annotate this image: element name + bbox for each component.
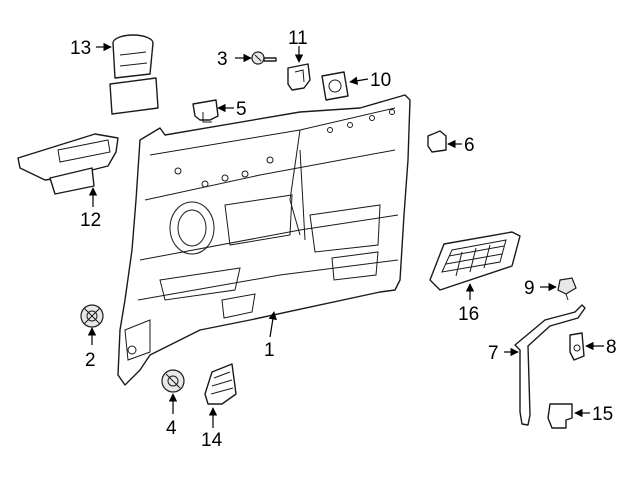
callout-label-14: 14 [201,430,223,451]
clip-4[interactable] [161,369,185,393]
bolt-9[interactable] [557,277,577,301]
callout-label-6: 6 [464,135,475,156]
callout-14: 14 [201,407,223,451]
callout-11: 11 [288,28,308,63]
callout-label-4: 4 [166,418,177,439]
callout-13: 13 [70,38,112,59]
screw-3[interactable] [251,51,277,65]
handle-trim-12[interactable] [17,133,119,195]
vent-grille-16[interactable] [429,231,521,291]
clip-2[interactable] [80,304,104,328]
callout-8: 8 [585,337,617,358]
callout-7: 7 [488,343,519,364]
callout-label-16: 16 [458,304,479,325]
callout-6: 6 [447,135,475,156]
callout-label-5: 5 [236,99,247,120]
callout-label-7: 7 [488,343,499,364]
retainer-5[interactable] [192,99,219,123]
callout-15: 15 [574,404,613,425]
callout-label-12: 12 [80,210,101,231]
callout-label-10: 10 [370,70,391,91]
callout-label-13: 13 [70,38,91,59]
callout-16: 16 [458,283,479,325]
bracket-15[interactable] [547,403,573,429]
callout-9: 9 [524,278,557,299]
callout-label-8: 8 [606,337,617,358]
grille-14[interactable] [204,363,237,405]
quarter-trim-panel[interactable] [117,94,411,386]
callout-label-11: 11 [288,28,308,49]
callout-1: 1 [264,311,277,361]
callout-3: 3 [217,49,252,70]
callout-5: 5 [217,99,247,120]
callout-10: 10 [349,70,391,91]
clip-8[interactable] [569,332,585,361]
callout-label-15: 15 [592,404,613,425]
bracket-7[interactable] [514,304,586,426]
callout-label-2: 2 [85,350,96,371]
callout-label-3: 3 [217,49,228,70]
cup-holder-13[interactable] [109,34,159,115]
callout-label-1: 1 [264,340,275,361]
callout-label-9: 9 [524,278,535,299]
callout-12: 12 [80,187,101,231]
bumper-6[interactable] [427,130,447,153]
clip-11[interactable] [287,63,311,91]
callout-4: 4 [166,393,178,439]
callout-2: 2 [85,327,97,371]
plug-10[interactable] [321,71,349,101]
